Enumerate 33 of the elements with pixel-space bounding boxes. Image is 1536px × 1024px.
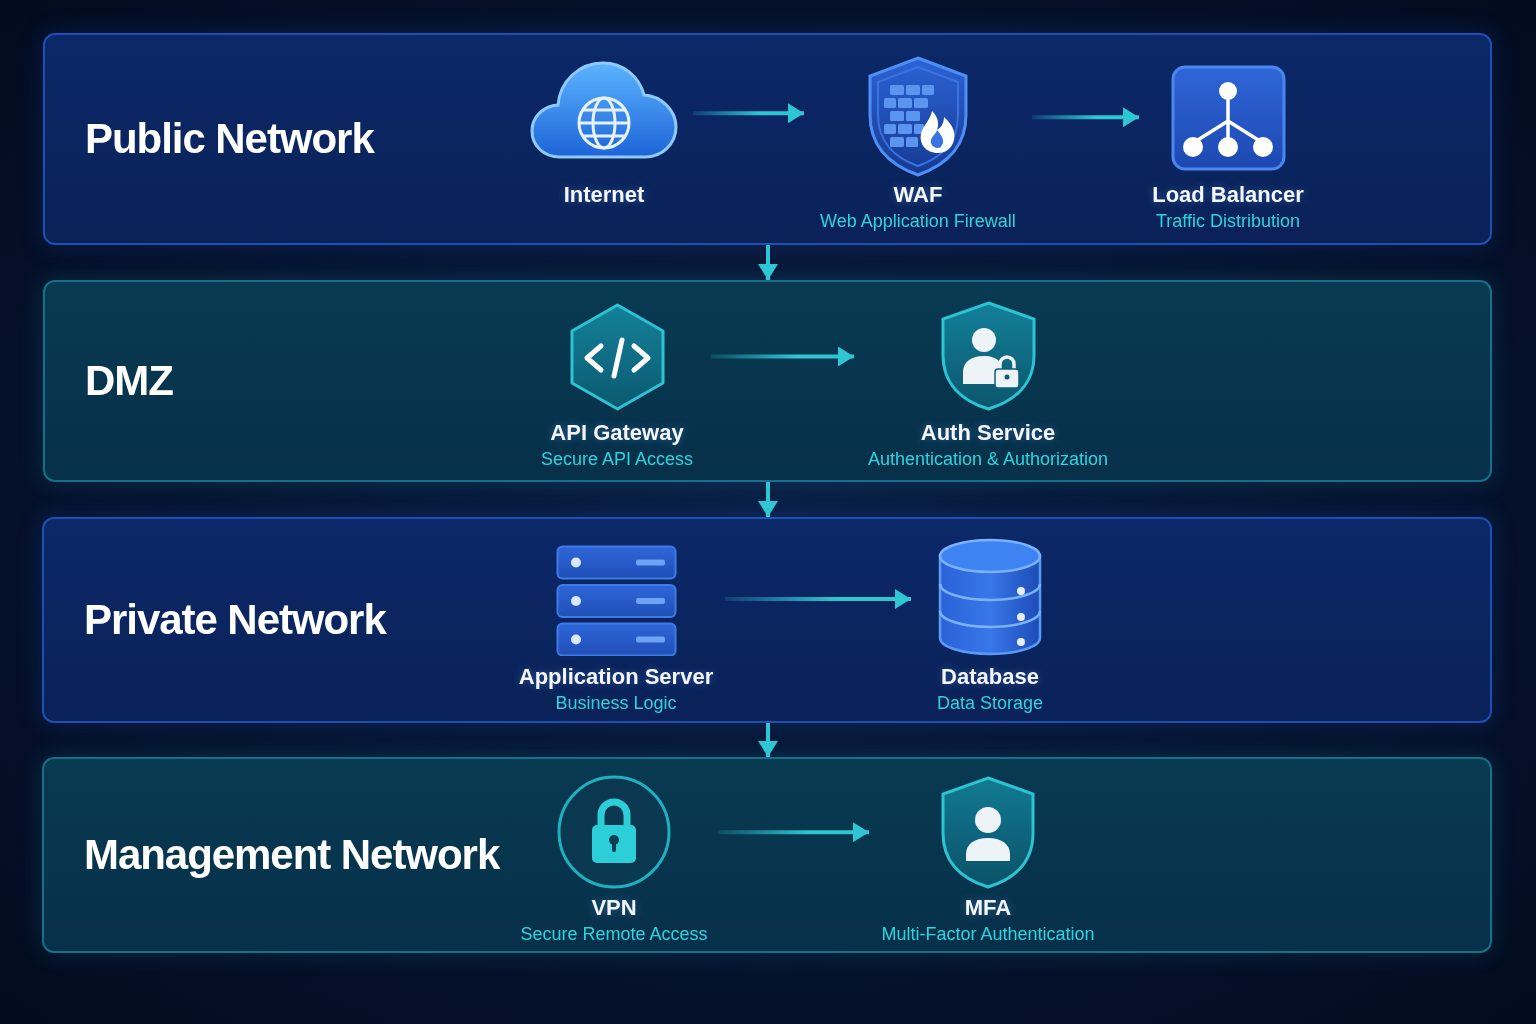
- zone-heading: Management Network: [84, 830, 500, 880]
- zone-heading: DMZ: [85, 356, 173, 406]
- node-subtitle: Multi-Factor Authentication: [881, 923, 1095, 946]
- zone-heading: Private Network: [84, 595, 386, 645]
- arrow: [758, 723, 778, 757]
- node-title: WAF: [893, 181, 943, 209]
- zone-band: [43, 280, 1492, 482]
- node-subtitle: Data Storage: [936, 692, 1044, 715]
- node-title: Database: [941, 663, 1039, 691]
- arrow: [693, 103, 804, 124]
- zone-band: [42, 517, 1492, 723]
- arrow: [718, 822, 869, 843]
- node-subtitle: Secure Remote Access: [520, 923, 708, 946]
- node-title: API Gateway: [550, 419, 684, 447]
- node-title: VPN: [591, 894, 637, 922]
- node-subtitle: Traffic Distribution: [1155, 210, 1300, 233]
- node-title: Auth Service: [920, 419, 1056, 447]
- node-title: Internet: [563, 181, 645, 209]
- zone-band: [42, 757, 1492, 953]
- arrow: [711, 346, 854, 367]
- node-title: Load Balancer: [1152, 181, 1304, 209]
- node-subtitle: Authentication & Authorization: [867, 448, 1109, 471]
- zone-heading: Public Network: [85, 114, 374, 164]
- node-title: MFA: [964, 894, 1012, 922]
- zone-band: [43, 33, 1492, 245]
- node-subtitle: Business Logic: [555, 692, 677, 715]
- node-title: Application Server: [518, 663, 714, 691]
- arrow: [725, 589, 911, 609]
- node-subtitle: Secure API Access: [540, 448, 694, 471]
- arrow: [1032, 107, 1139, 128]
- arrow: [758, 482, 778, 517]
- arrow: [758, 245, 778, 280]
- node-subtitle: Web Application Firewall: [820, 210, 1016, 233]
